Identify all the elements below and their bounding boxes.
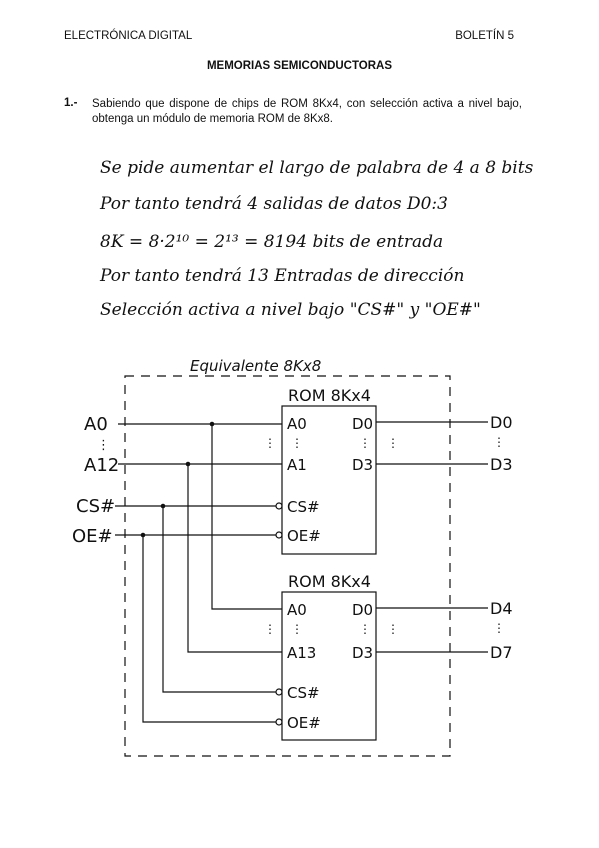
- input-cs-label: CS#: [76, 496, 115, 517]
- chip1-title: ROM 8Kx4: [288, 386, 371, 405]
- junction-oe: [140, 532, 146, 538]
- handwritten-line-3: 8K = 8·2¹⁰ = 2¹³ = 8194 bits de entrada: [100, 232, 444, 252]
- wire-cs-branch: [162, 506, 276, 693]
- chip2-pin-a13: A13: [287, 644, 316, 662]
- chip1-pin-d0: D0: [352, 415, 373, 433]
- side-dots-2b: ⋮: [387, 622, 399, 636]
- side-dots-1b: ⋮: [387, 436, 399, 450]
- chip1-pin-d3: D3: [352, 456, 373, 474]
- wire-a12-branch: [187, 464, 282, 653]
- chip2-pin-d3: D3: [352, 644, 373, 662]
- output-d0-label: D0: [490, 413, 513, 432]
- handwritten-line-4: Por tanto tendrá 13 Entradas de direcció…: [100, 266, 465, 286]
- side-dots-2a: ⋮: [264, 622, 276, 636]
- chip2-pin-cs: CS#: [287, 684, 320, 702]
- input-a12-label: A12: [84, 455, 119, 476]
- chip1-pin-oe: OE#: [287, 527, 321, 545]
- wire-oe-branch: [142, 535, 276, 723]
- input-dots: ⋮: [97, 438, 110, 453]
- document-title: MEMORIAS SEMICONDUCTORAS: [206, 60, 393, 72]
- chip2-title: ROM 8Kx4: [288, 572, 371, 591]
- output-d7-label: D7: [490, 643, 513, 662]
- rom-chip-2-body: [281, 591, 377, 741]
- junction-a0: [209, 421, 215, 427]
- header-bulletin: BOLETÍN 5: [455, 30, 514, 42]
- equivalent-module-boundary: [124, 375, 451, 757]
- chip2-pin-a0: A0: [287, 601, 307, 619]
- output-dots-1: ⋮: [493, 435, 505, 449]
- output-dots-2: ⋮: [493, 621, 505, 635]
- exercise-statement: Sabiendo que dispone de chips de ROM 8Kx…: [92, 98, 522, 125]
- wire-a0-branch: [211, 424, 282, 610]
- side-dots-1a: ⋮: [264, 436, 276, 450]
- chip2-pin-d0: D0: [352, 601, 373, 619]
- chip2-oe-bubble: [275, 718, 283, 726]
- header-subject: ELECTRÓNICA DIGITAL: [64, 30, 193, 42]
- chip2-pin-out-dots: ⋮: [359, 622, 371, 636]
- input-oe-label: OE#: [72, 526, 113, 547]
- input-a0-label: A0: [84, 414, 108, 435]
- chip1-oe-bubble: [275, 531, 283, 539]
- output-d4-label: D4: [490, 599, 513, 618]
- chip2-pin-dots: ⋮: [291, 622, 303, 636]
- chip1-pin-out-dots: ⋮: [359, 436, 371, 450]
- chip1-pin-dots: ⋮: [291, 436, 303, 450]
- chip1-pin-a0: A0: [287, 415, 307, 433]
- junction-a12: [185, 461, 191, 467]
- handwritten-line-5: Selección activa a nivel bajo "CS#" y "O…: [100, 300, 481, 320]
- exercise-number: 1.-: [64, 97, 78, 109]
- chip2-pin-oe: OE#: [287, 714, 321, 732]
- chip1-pin-a1: A1: [287, 456, 307, 474]
- junction-cs: [160, 503, 166, 509]
- output-d3-label: D3: [490, 455, 513, 474]
- handwritten-line-1: Se pide aumentar el largo de palabra de …: [100, 158, 534, 178]
- chip2-cs-bubble: [275, 688, 283, 696]
- equivalent-label: Equivalente 8Kx8: [190, 357, 321, 375]
- rom-chip-1-body: [281, 405, 377, 555]
- chip1-cs-bubble: [275, 502, 283, 510]
- chip1-pin-cs: CS#: [287, 498, 320, 516]
- handwritten-line-2: Por tanto tendrá 4 salidas de datos D0:3: [100, 194, 448, 214]
